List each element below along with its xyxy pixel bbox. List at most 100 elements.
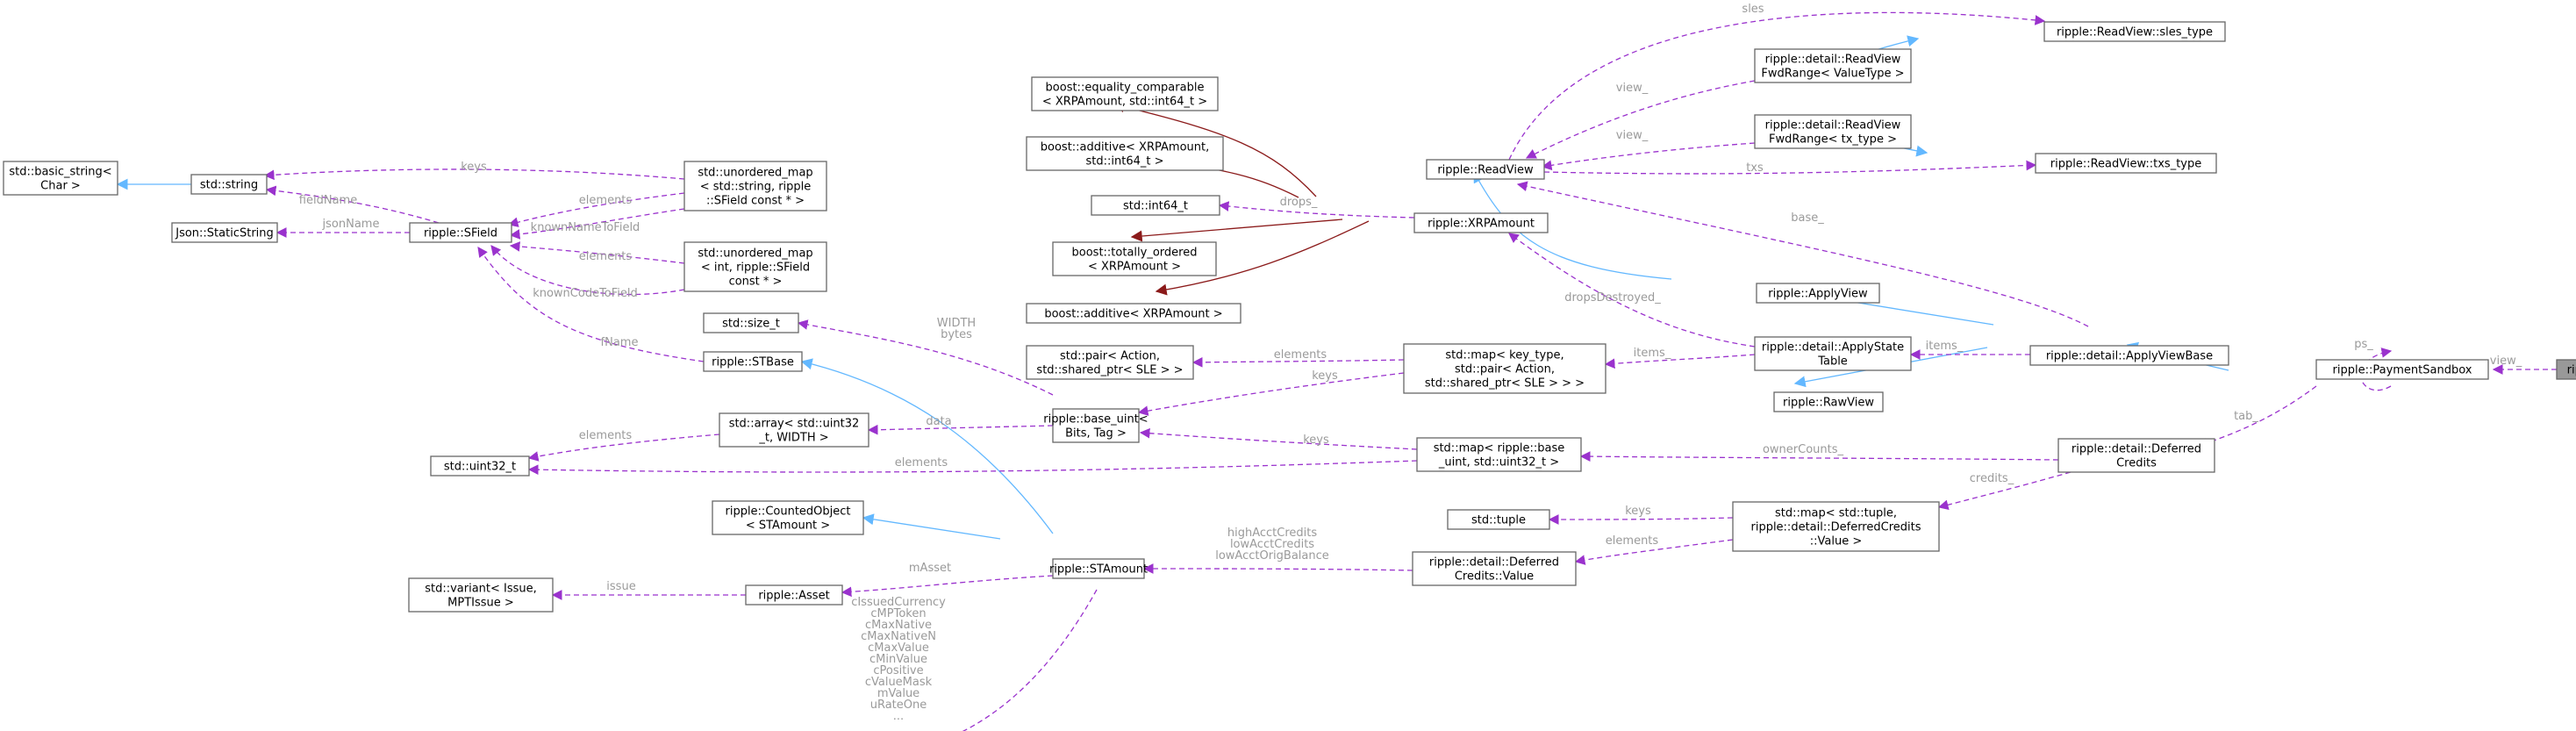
edge-xrp-totally-ordered — [1130, 219, 1343, 242]
n_map_base-text-1: _uint, std::uint32_t > — [1438, 456, 1559, 469]
l_base-line-0: base_ — [1791, 211, 1824, 225]
edge-umap-int-knowncode-sfield — [490, 245, 685, 296]
node-ripple-asset[interactable]: ripple::Asset — [745, 584, 843, 606]
l_credits-line-0: credits_ — [1970, 472, 2014, 485]
node-ripple-rawview[interactable]: ripple::RawView — [1773, 391, 1884, 412]
n_umap_int-text-0: std::unordered_map — [698, 247, 812, 261]
node-unordered-map-string[interactable]: std::unordered_map< std::string, ripple:… — [683, 161, 827, 211]
node-std-size-t[interactable]: std::size_t — [703, 312, 799, 333]
label-knowncode: knownCodeToField — [533, 287, 638, 300]
n_asset-text-0: ripple::Asset — [758, 590, 829, 603]
l_fname-line-0: fName — [601, 336, 639, 349]
node-std-tuple[interactable]: std::tuple — [1447, 509, 1550, 530]
n_dc_value-text-0: ripple::detail::Deferred — [1429, 556, 1559, 570]
node-counted-object[interactable]: ripple::CountedObject< STAmount > — [712, 500, 864, 535]
node-ripple-applyview[interactable]: ripple::ApplyView — [1756, 283, 1880, 304]
node-ripple-base-uint[interactable]: ripple::base_uint<Bits, Tag > — [1043, 408, 1148, 443]
n_base_uint-text-0: ripple::base_uint< — [1043, 413, 1148, 426]
n_int64-text-0: std::int64_t — [1123, 200, 1188, 213]
edge-mapkey-keys-base-uint — [1137, 372, 1405, 416]
n_variant-text-1: MPTIssue > — [447, 597, 514, 610]
n_array-text-0: std::array< std::uint32 — [729, 418, 860, 431]
l_sles-line-0: sles — [1742, 3, 1764, 16]
n_sfield-text-0: ripple::SField — [424, 227, 497, 240]
node-std-map-base-uint[interactable]: std::map< ripple::base_uint, std::uint32… — [1416, 437, 1582, 472]
n_tot_ord-text-1: < XRPAmount > — [1088, 261, 1181, 274]
n_sles_type-text-0: ripple::ReadView::sles_type — [2057, 26, 2213, 39]
node-std-variant[interactable]: std::variant< Issue,MPTIssue > — [408, 577, 554, 613]
l_knowncode-line-0: knownCodeToField — [533, 287, 638, 300]
node-json-staticstring[interactable]: Json::StaticString — [171, 222, 278, 243]
l_items_avb-line-0: items_ — [1926, 340, 1964, 353]
label-elements-dc: elements — [1606, 534, 1659, 548]
node-additive-int64[interactable]: boost::additive< XRPAmount,std::int64_t … — [1026, 136, 1224, 171]
node-apply-view-base[interactable]: ripple::detail::ApplyViewBase — [2029, 345, 2229, 366]
label-base: base_ — [1791, 211, 1824, 225]
n_applyview-text-0: ripple::ApplyView — [1768, 288, 1868, 301]
n_string-text-0: std::string — [200, 179, 258, 192]
label-jsonname: jsonName — [322, 218, 380, 231]
edge-stamount-masset-asset — [841, 575, 1054, 598]
label-items-avb: items_ — [1926, 340, 1964, 353]
label-dropsdestroyed: dropsDestroyed_ — [1564, 291, 1661, 305]
node-std-int64-t[interactable]: std::int64_t — [1091, 195, 1220, 216]
edge-maptuple-elements-dcvalue — [1574, 539, 1734, 565]
label-sles: sles — [1742, 3, 1764, 16]
n_txs_type-text-0: ripple::ReadView::txs_type — [2050, 158, 2202, 171]
label-elements-pair: elements — [1274, 348, 1327, 362]
edge-applystate-dropsdestroyed-xrp — [1508, 233, 1756, 348]
node-std-map-tuple[interactable]: std::map< std::tuple,ripple::detail::Def… — [1732, 501, 1940, 552]
label-elements-mapbase: elements — [895, 456, 948, 469]
node-std-array[interactable]: std::array< std::uint32_t, WIDTH > — [719, 412, 869, 448]
node-ripple-sfield[interactable]: ripple::SField — [409, 222, 512, 243]
n_umap_str-text-2: ::SField const * > — [706, 195, 805, 208]
node-readview-txs-type[interactable]: ripple::ReadView::txs_type — [2035, 153, 2217, 174]
node-std-pair[interactable]: std::pair< Action,std::shared_ptr< SLE >… — [1026, 345, 1194, 380]
node-ripple-stamount[interactable]: ripple::STAmount — [1049, 558, 1148, 579]
edge-base-uint-data-array — [867, 424, 1054, 435]
label-knownname: knownNameToField — [531, 221, 640, 234]
node-additive-xrpamount[interactable]: boost::additive< XRPAmount > — [1026, 303, 1241, 324]
l_issue-line-0: issue — [606, 580, 635, 593]
node-std-uint32-t[interactable]: std::uint32_t — [430, 455, 530, 477]
node-std-string[interactable]: std::string — [190, 174, 268, 195]
label-fname: fName — [601, 336, 639, 349]
node-std-basic-string[interactable]: std::basic_string<Char > — [3, 161, 118, 196]
l_elements_str-line-0: elements — [579, 194, 633, 207]
l_drops-line-0: drops_ — [1280, 196, 1318, 209]
l_consts-line-5: cMinValue — [869, 653, 927, 666]
node-ripple-readview[interactable]: ripple::ReadView — [1426, 159, 1545, 180]
node-deferred-credits[interactable]: ripple::detail::DeferredCredits — [2057, 438, 2215, 473]
node-deferred-credits-value[interactable]: ripple::detail::DeferredCredits::Value — [1412, 551, 1577, 586]
n_stbase-text-0: ripple::STBase — [712, 356, 794, 369]
label-view-ft: view_ — [1616, 129, 1649, 142]
n_tot_ord-text-0: boost::totally_ordered — [1072, 247, 1198, 260]
node-payment-sandbox[interactable]: ripple::PaymentSandbox — [2315, 359, 2489, 380]
node-std-map-key-type[interactable]: std::map< key_type,std::pair< Action,std… — [1403, 343, 1606, 394]
node-ripplecalc[interactable]: ripple::path::RippleCalc — [2556, 359, 2576, 380]
n_ripplecalc-text-0: ripple::path::RippleCalc — [2567, 364, 2576, 377]
node-unordered-map-int[interactable]: std::unordered_map< int, ripple::SFieldc… — [683, 241, 827, 292]
l_width-line-1: bytes — [941, 328, 972, 341]
n_base_uint-text-1: Bits, Tag > — [1065, 427, 1127, 441]
label-masset: mAsset — [909, 562, 951, 575]
label-txs: txs — [1746, 161, 1764, 175]
node-readview-sles-type[interactable]: ripple::ReadView::sles_type — [2043, 21, 2226, 42]
node-equality-comparable[interactable]: boost::equality_comparable< XRPAmount, s… — [1031, 76, 1219, 111]
edge-xrp-eq-comparable — [1113, 101, 1317, 197]
node-totally-ordered[interactable]: boost::totally_ordered< XRPAmount > — [1052, 241, 1217, 276]
node-ripple-xrpamount[interactable]: ripple::XRPAmount — [1413, 212, 1549, 233]
n_umap_str-text-1: < std::string, ripple — [700, 181, 812, 194]
edge-fr-value-view-readview — [1525, 80, 1756, 159]
l_elements_pair-line-0: elements — [1274, 348, 1327, 362]
l_consts-line-6: cPositive — [873, 664, 923, 677]
l_consts-line-10: ... — [893, 710, 904, 723]
l_elements_dc-line-0: elements — [1606, 534, 1659, 548]
label-elements-arr: elements — [579, 429, 633, 442]
node-ripple-stbase[interactable]: ripple::STBase — [703, 351, 803, 372]
n_basic_string-text-0: std::basic_string< — [9, 166, 111, 179]
